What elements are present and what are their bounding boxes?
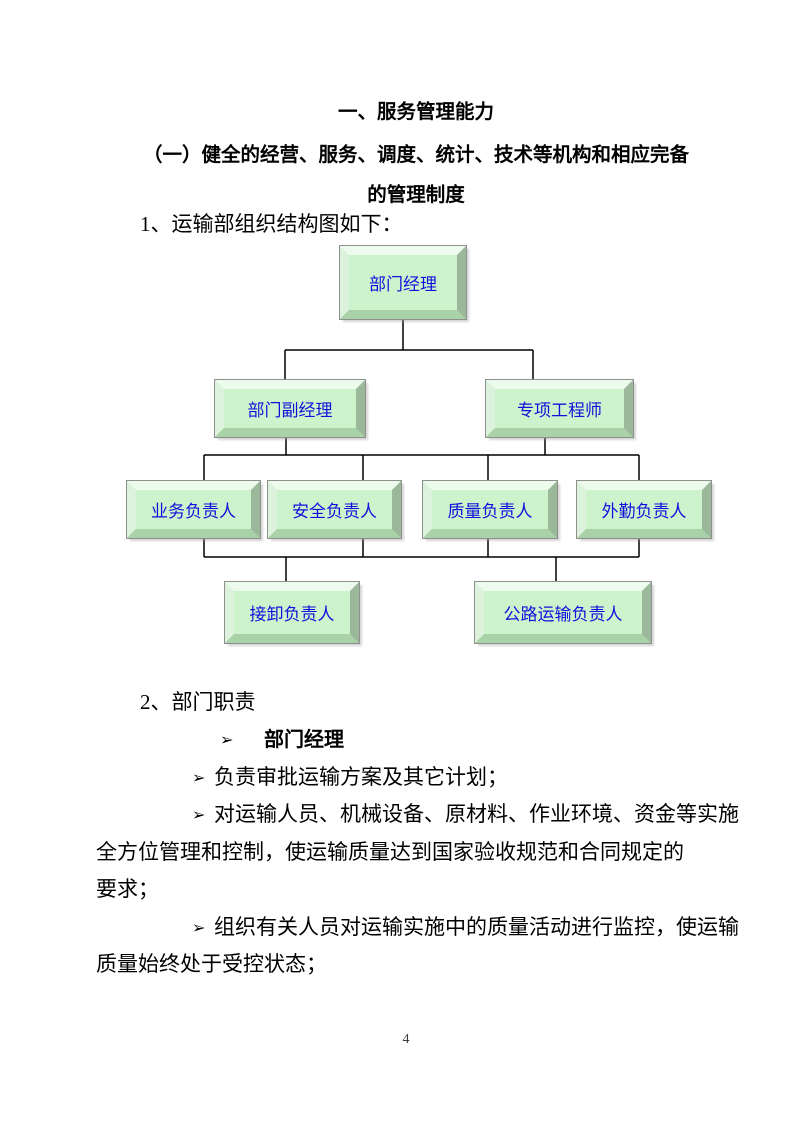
section1-heading: 1、运输部组织结构图如下： bbox=[140, 212, 403, 236]
org-box-safety-lead: 安全负责人 bbox=[267, 480, 402, 539]
org-box-unloading-lead: 接卸负责人 bbox=[224, 581, 360, 644]
org-box-department-manager: 部门经理 bbox=[339, 245, 467, 320]
org-box-deputy-manager: 部门副经理 bbox=[214, 379, 366, 438]
org-box-field-lead: 外勤负责人 bbox=[576, 480, 712, 539]
duty-text: 全方位管理和控制，使运输质量达到国家验收规范和合同规定的 bbox=[96, 840, 684, 864]
duty-text: 质量始终处于受控状态； bbox=[96, 952, 327, 976]
page-title: 一、服务管理能力 bbox=[337, 101, 494, 123]
org-box-business-lead: 业务负责人 bbox=[126, 480, 261, 539]
duty-role-heading: ➢ 部门经理 bbox=[96, 727, 793, 752]
duty-line: ➢ 负责审批运输方案及其它计划； bbox=[96, 765, 793, 790]
org-box-quality-lead: 质量负责人 bbox=[422, 480, 558, 539]
duty-line: 质量始终处于受控状态； bbox=[96, 952, 716, 976]
duty-text: 负责审批运输方案及其它计划； bbox=[214, 765, 508, 789]
duty-text: 对运输人员、机械设备、原材料、作业环境、资金等实施 bbox=[214, 802, 739, 826]
page-number: 4 bbox=[402, 1032, 410, 1047]
duty-role-title: 部门经理 bbox=[264, 729, 344, 751]
duty-line: 全方位管理和控制，使运输质量达到国家验收规范和合同规定的 bbox=[96, 840, 716, 864]
duty-line: ➢ 对运输人员、机械设备、原材料、作业环境、资金等实施 bbox=[96, 802, 793, 827]
duty-line: 要求； bbox=[96, 877, 716, 901]
section-heading: （一）健全的经营、服务、调度、统计、技术等机构和相应完备 的管理制度 bbox=[96, 135, 736, 215]
arrow-bullet-icon: ➢ bbox=[192, 805, 206, 824]
duty-line: ➢ 组织有关人员对运输实施中的质量活动进行监控，使运输 bbox=[96, 915, 793, 940]
org-box-road-transport-lead: 公路运输负责人 bbox=[474, 581, 652, 644]
duty-text: 要求； bbox=[96, 877, 159, 901]
section-heading-line-2: 的管理制度 bbox=[367, 184, 465, 206]
arrow-bullet-icon: ➢ bbox=[192, 918, 206, 937]
section-heading-line-1: （一）健全的经营、服务、调度、统计、技术等机构和相应完备 bbox=[142, 144, 689, 166]
section2-heading: 2、部门职责 bbox=[140, 690, 256, 714]
duty-text: 组织有关人员对运输实施中的质量活动进行监控，使运输 bbox=[214, 915, 739, 939]
arrow-bullet-icon: ➢ bbox=[220, 730, 234, 749]
arrow-bullet-icon: ➢ bbox=[192, 768, 206, 787]
org-box-special-engineer: 专项工程师 bbox=[485, 379, 634, 438]
